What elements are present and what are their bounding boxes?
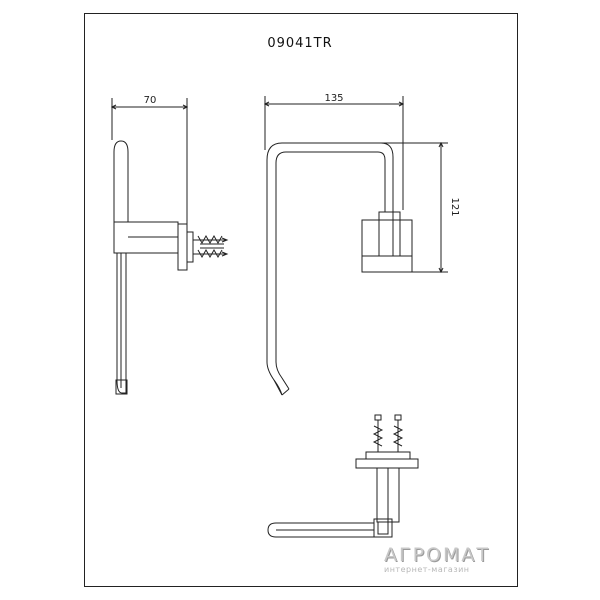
side-depth-label: 70 bbox=[144, 95, 157, 106]
top-view bbox=[267, 414, 419, 538]
side-view: 70 bbox=[110, 95, 229, 395]
watermark: АГРОМАТ интернет-магазин bbox=[384, 545, 494, 575]
front-view: 135 121 bbox=[263, 93, 460, 396]
front-height-dimension bbox=[380, 141, 448, 274]
top-anchors bbox=[372, 414, 404, 452]
watermark-name: АГРОМАТ bbox=[384, 544, 490, 566]
front-height-label: 121 bbox=[449, 197, 460, 216]
model-code: 09041TR bbox=[267, 36, 333, 51]
front-width-dimension bbox=[263, 96, 405, 210]
drawing-frame bbox=[84, 13, 518, 587]
watermark-tagline: интернет-магазин bbox=[384, 565, 470, 574]
front-width-label: 135 bbox=[324, 93, 343, 104]
side-depth-dimension bbox=[110, 98, 189, 228]
side-anchors bbox=[193, 234, 229, 259]
